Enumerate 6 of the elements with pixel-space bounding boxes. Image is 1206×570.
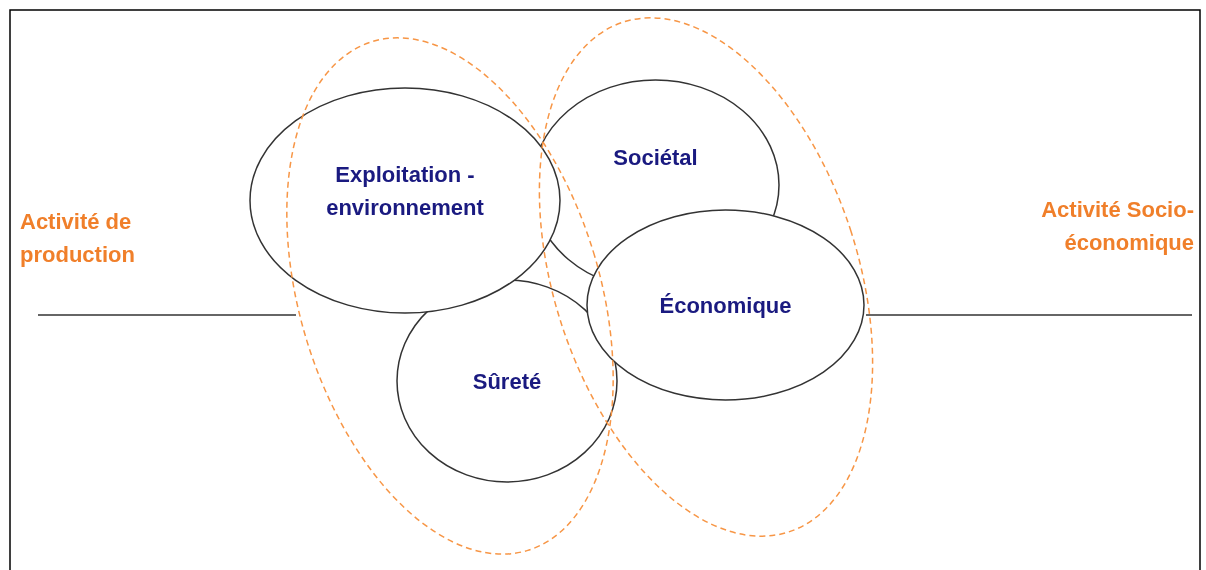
node-label: Exploitation - environnement — [325, 160, 485, 222]
node-label: Sûreté — [472, 367, 542, 396]
side-label: Activité de production — [20, 208, 136, 269]
node-label: Sociétal — [613, 143, 698, 172]
side-label: Activité Socio-économique — [1040, 196, 1194, 257]
node-label: Économique — [659, 291, 792, 320]
